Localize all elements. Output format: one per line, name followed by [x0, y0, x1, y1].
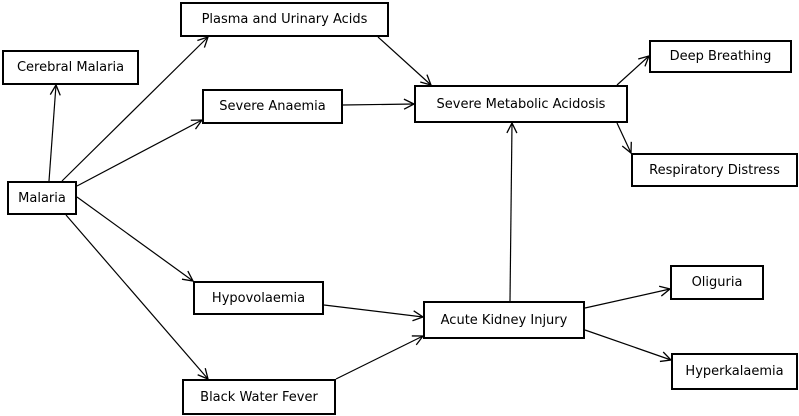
arrow-malaria-to-cerebral: [48, 85, 56, 182]
node-severe-metabolic-acidosis: Severe Metabolic Acidosis: [414, 85, 628, 123]
node-hypovolaemia: Hypovolaemia: [193, 281, 324, 315]
node-oliguria: Oliguria: [670, 265, 764, 300]
arrow-anaemia-to-acidosis: [342, 104, 414, 105]
arrow-aki-to-oliguria: [584, 289, 670, 309]
node-cerebral-malaria: Cerebral Malaria: [2, 50, 139, 85]
arrow-bwf-to-aki: [335, 336, 423, 380]
node-hyperkalaemia: Hyperkalaemia: [671, 353, 798, 390]
node-respiratory-distress: Respiratory Distress: [631, 153, 798, 187]
arrow-malaria-to-hypovol: [76, 196, 193, 281]
node-acute-kidney-injury: Acute Kidney Injury: [423, 301, 585, 339]
node-malaria: Malaria: [7, 181, 77, 215]
arrow-malaria-to-bwf: [65, 214, 208, 379]
arrow-acidosis-to-respiratory: [616, 122, 631, 153]
arrow-plasma-to-acidosis: [377, 36, 431, 85]
arrow-aki-to-hyperk: [584, 329, 671, 360]
node-severe-anaemia: Severe Anaemia: [202, 89, 343, 124]
node-deep-breathing: Deep Breathing: [649, 40, 792, 73]
arrow-acidosis-to-deep: [616, 56, 649, 86]
arrow-malaria-to-plasma: [61, 37, 208, 182]
node-plasma-urinary-acids: Plasma and Urinary Acids: [180, 2, 389, 37]
arrow-malaria-to-anaemia: [76, 120, 202, 187]
arrow-aki-to-acidosis: [510, 123, 512, 302]
node-black-water-fever: Black Water Fever: [182, 379, 336, 415]
arrow-hypovol-to-aki: [323, 304, 423, 317]
